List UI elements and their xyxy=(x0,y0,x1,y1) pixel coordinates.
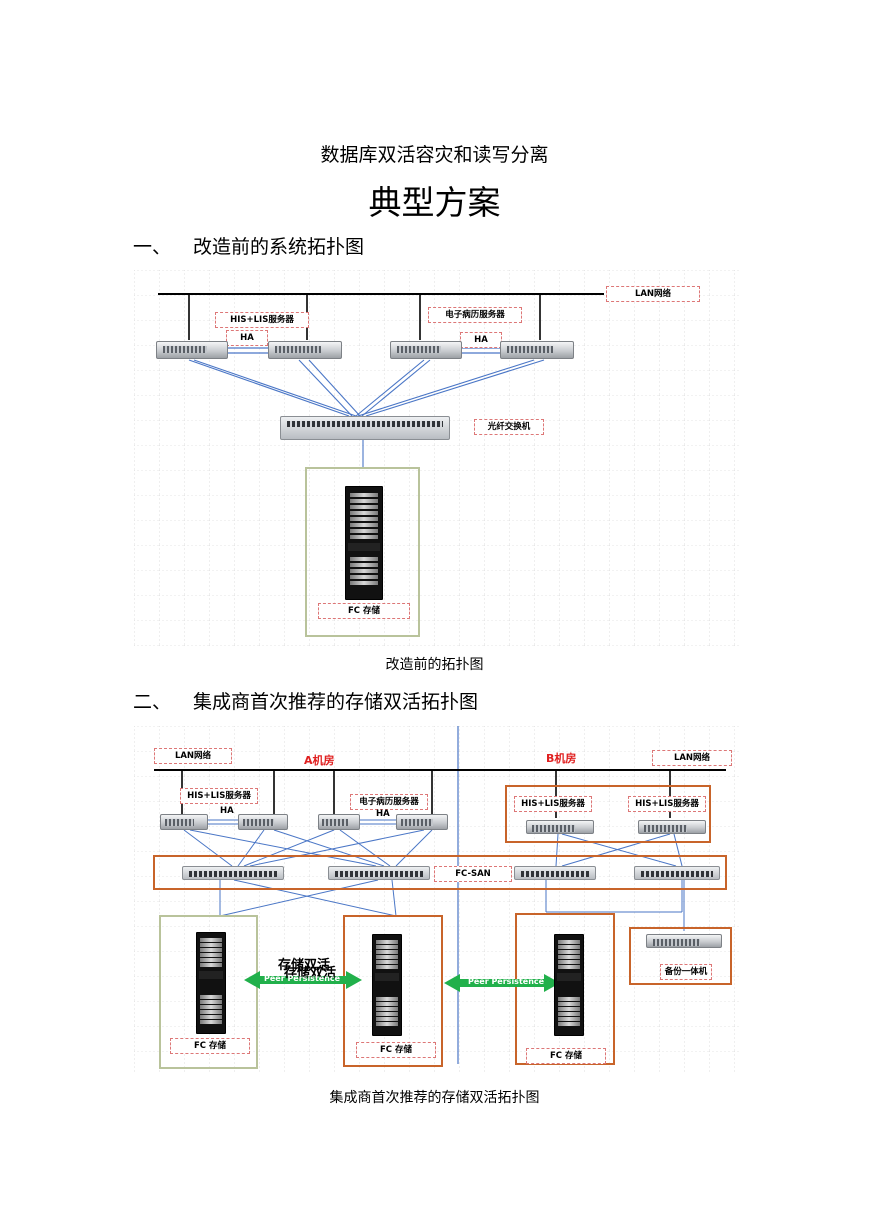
emr-server-1 xyxy=(390,341,462,359)
fc-storage-rack-a1 xyxy=(196,932,226,1034)
his-lis-b-server-1 xyxy=(526,820,594,834)
backup-enclosure xyxy=(629,927,732,985)
his-lis-b1-label: HIS+LIS服务器 xyxy=(514,796,592,812)
fc-san-group xyxy=(153,855,727,890)
fc-storage-rack-a2 xyxy=(372,934,402,1036)
document-subtitle: 数据库双活容灾和读写分离 xyxy=(320,144,549,166)
his-lis-b-server-2 xyxy=(638,820,706,834)
section-title-2: 集成商首次推荐的存储双活拓扑图 xyxy=(193,691,479,713)
his-lis-a-server-2 xyxy=(238,814,288,830)
peer-persistence-label-2: Peer Persistence xyxy=(468,977,545,986)
fiber-switch-label: 光纤交换机 xyxy=(474,419,544,435)
room-b-server-group xyxy=(505,785,711,843)
document-title: 典型方案 xyxy=(368,183,501,222)
emr-a-server-2 xyxy=(396,814,448,830)
figure-caption-2: 集成商首次推荐的存储双活拓扑图 xyxy=(329,1090,540,1106)
emr-a-label: 电子病历服务器 xyxy=(350,794,428,810)
peer-persistence-arrow-2 xyxy=(444,974,560,992)
san-switch-a2 xyxy=(328,866,430,880)
peer-persistence-arrow-1 xyxy=(244,971,362,989)
room-b-title: B机房 xyxy=(546,752,577,765)
section-heading-2: 二、 集成商首次推荐的存储双活拓扑图 xyxy=(133,687,693,713)
fc-storage-label-a2: FC 存储 xyxy=(356,1042,436,1058)
fc-storage-label: FC 存储 xyxy=(318,603,410,619)
room-a-title: A机房 xyxy=(304,754,335,767)
section-number-1: 一、 xyxy=(133,236,172,258)
peer-persistence-label-1: Peer Persistence xyxy=(264,974,341,983)
his-lis-b2-label: HIS+LIS服务器 xyxy=(628,796,706,812)
storage-enclosure-a2 xyxy=(343,915,443,1067)
his-lis-server-2 xyxy=(268,341,342,359)
figure-caption-1: 改造前的拓扑图 xyxy=(385,657,484,673)
fc-storage-label-a1: FC 存储 xyxy=(170,1038,250,1054)
his-lis-server-1 xyxy=(156,341,228,359)
storage-enclosure-b xyxy=(515,913,615,1065)
fc-san-label: FC-SAN xyxy=(434,866,512,882)
section-heading-1: 一、 改造前的系统拓扑图 xyxy=(133,232,633,258)
lan-label: LAN网络 xyxy=(606,286,700,302)
his-lis-server-label: HIS+LIS服务器 xyxy=(215,312,309,328)
topology-diagram-active-active: LAN网络 LAN网络 A机房 B机房 HIS+LIS服务器 电子病历服务器 H… xyxy=(134,726,740,1074)
emr-a-server-1 xyxy=(318,814,360,830)
lan-label-left: LAN网络 xyxy=(154,748,232,764)
ha-label-2: HA xyxy=(460,332,502,348)
section-number-2: 二、 xyxy=(133,691,172,713)
storage-enclosure xyxy=(305,467,420,637)
backup-appliance xyxy=(646,934,722,948)
san-switch-b1 xyxy=(514,866,596,880)
emr-server-label: 电子病历服务器 xyxy=(428,307,522,323)
ha-a-label-2: HA xyxy=(376,809,390,819)
san-switch-a1 xyxy=(182,866,284,880)
backup-appliance-label: 备份一体机 xyxy=(660,964,712,980)
ha-label-1: HA xyxy=(226,330,268,346)
emr-server-2 xyxy=(500,341,574,359)
diagram2-links xyxy=(134,726,740,1074)
fiber-links xyxy=(188,359,545,468)
his-lis-a-label: HIS+LIS服务器 xyxy=(180,788,258,804)
storage-active-active-shadow-title: 存储双活 xyxy=(278,958,331,973)
lan-label-right: LAN网络 xyxy=(652,750,732,766)
section-title-1: 改造前的系统拓扑图 xyxy=(193,236,365,258)
topology-diagram-before: LAN网络 HIS+LIS服务器 电子病历服务器 HA HA 光纤交换机 FC … xyxy=(134,270,740,646)
ha-a-label-1: HA xyxy=(220,806,234,816)
storage-enclosure-a1 xyxy=(159,915,258,1069)
fiber-switch xyxy=(280,416,450,440)
fc-storage-rack-b xyxy=(554,934,584,1036)
his-lis-a-server-1 xyxy=(160,814,208,830)
fc-storage-label-b: FC 存储 xyxy=(526,1048,606,1064)
san-switch-b2 xyxy=(634,866,720,880)
fc-storage-rack xyxy=(345,486,383,600)
storage-active-active-title: 存储双活 xyxy=(284,966,337,981)
